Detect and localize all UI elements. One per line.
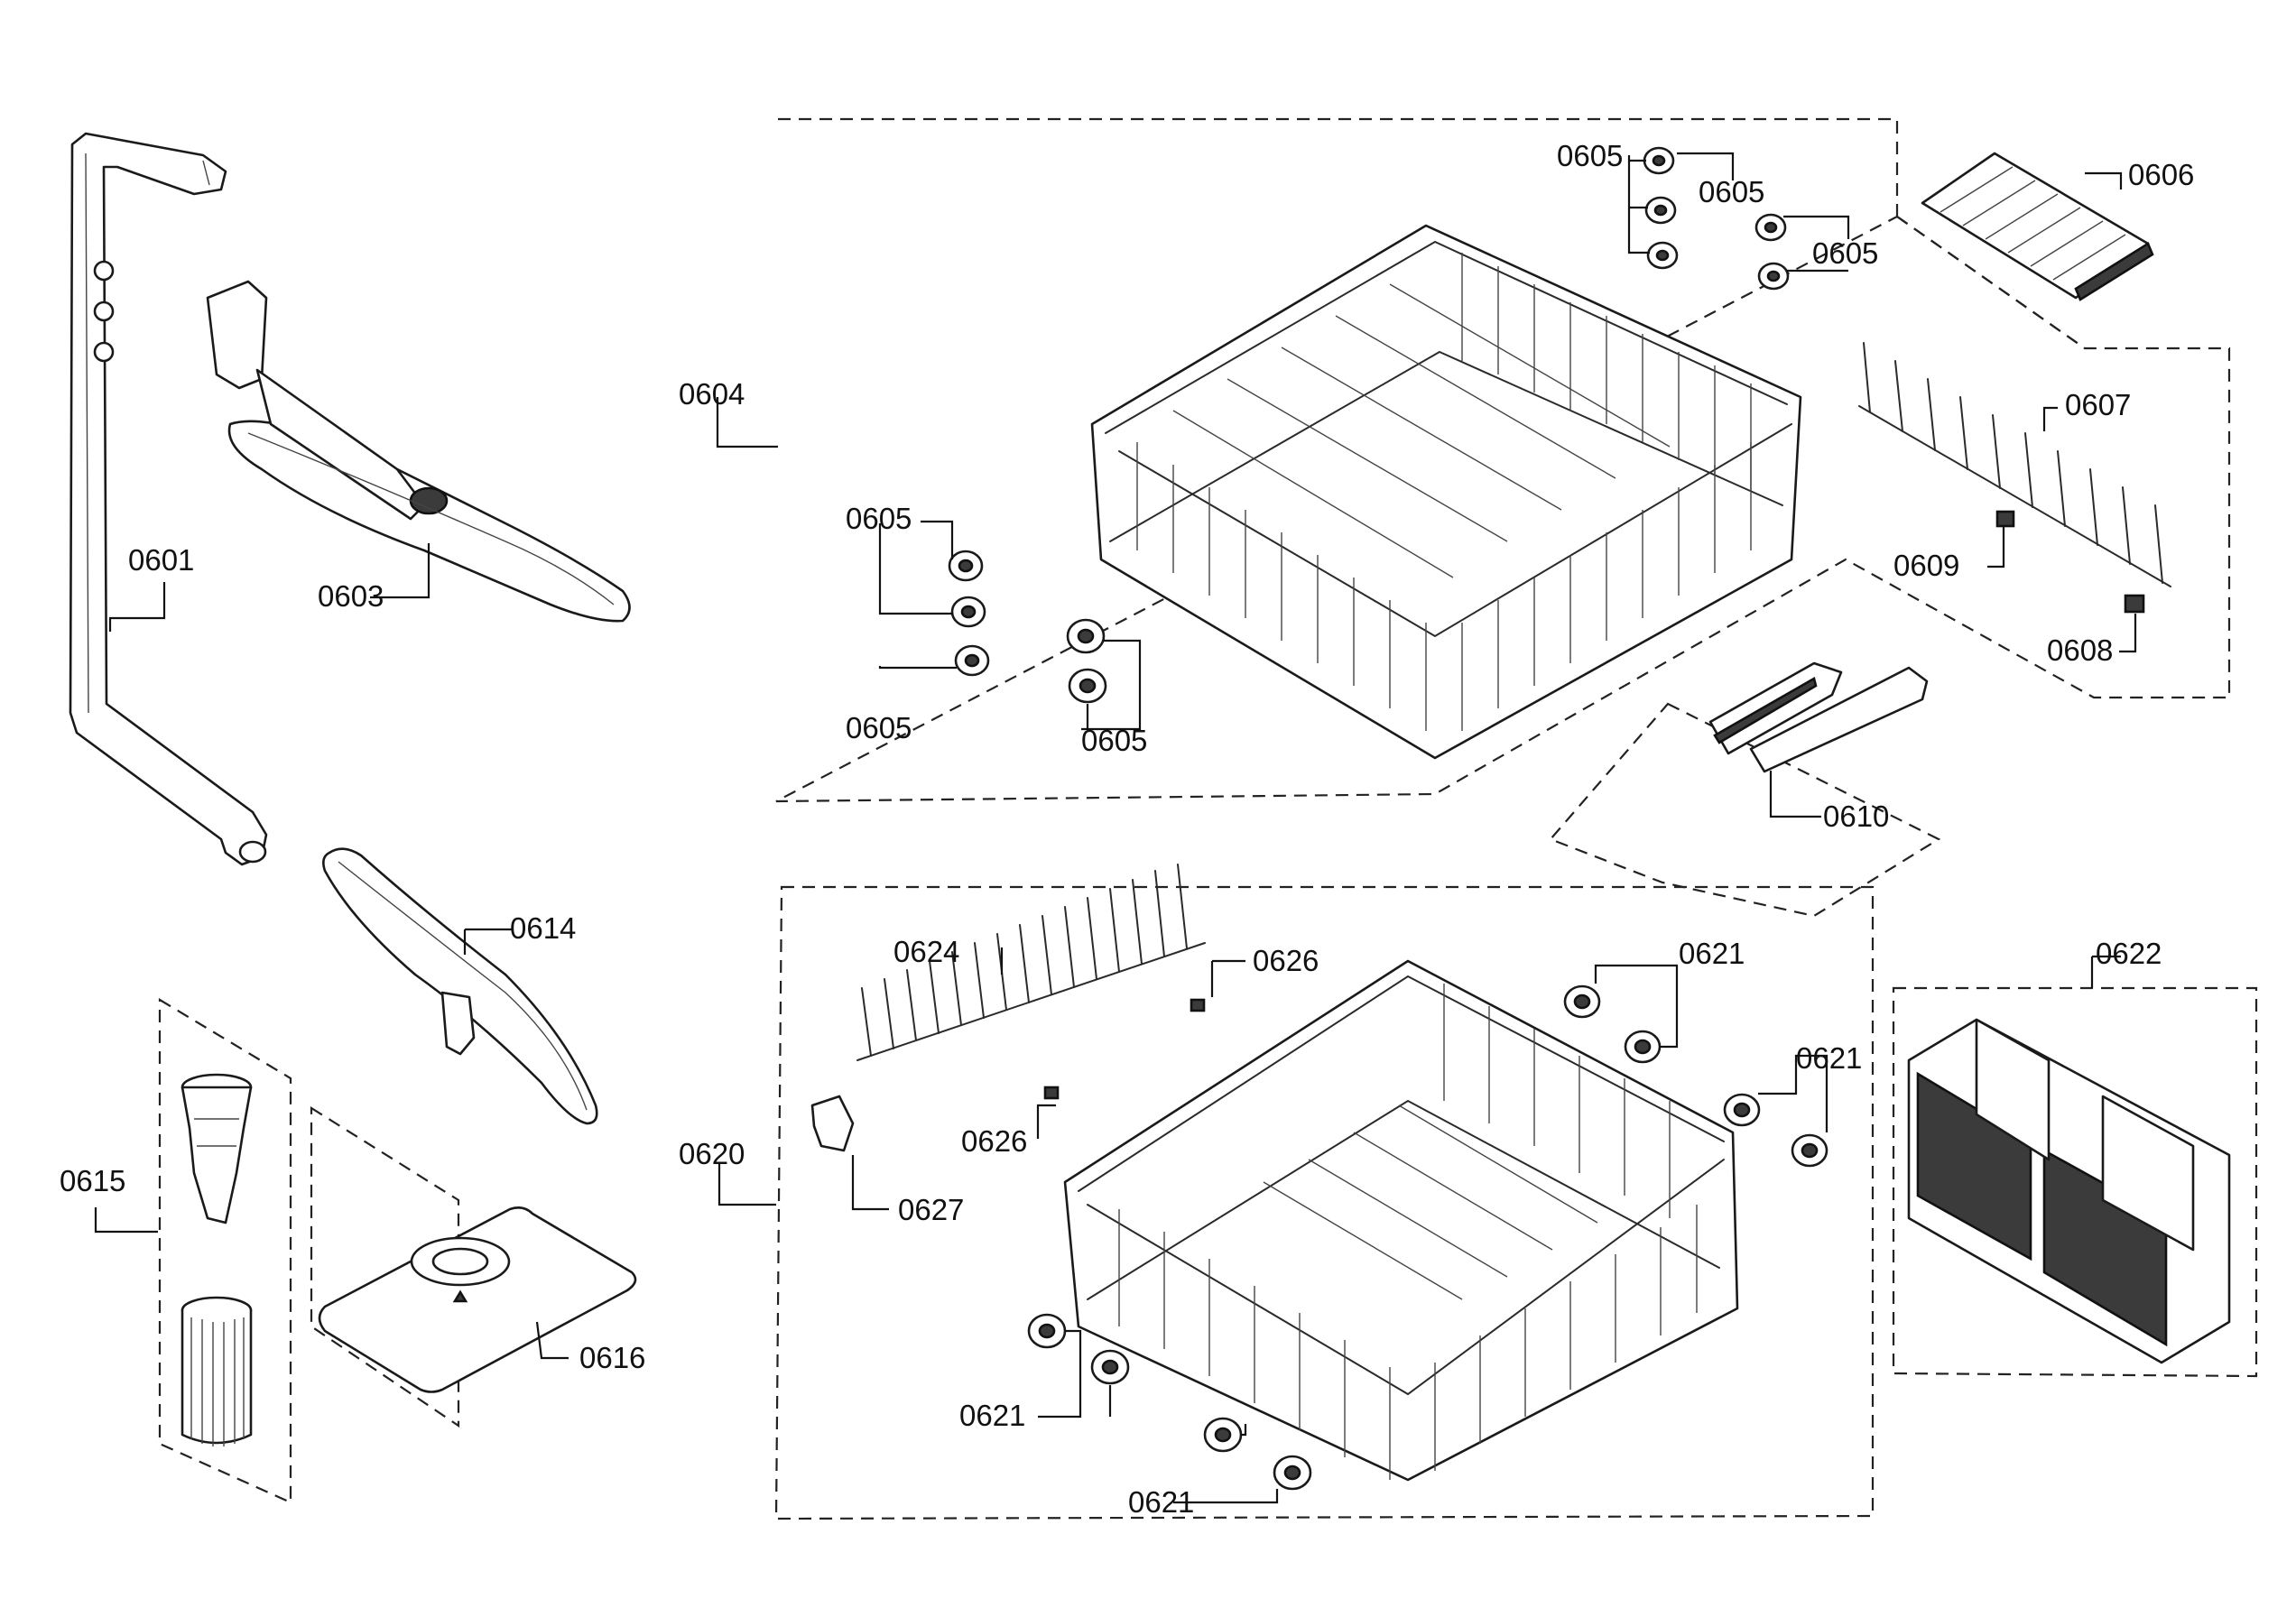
lower-wheels [1027, 984, 1828, 1491]
callout-0621-d: 0621 [1128, 1485, 1194, 1519]
callout-0622: 0622 [2096, 937, 2162, 970]
callout-0621-c: 0621 [959, 1399, 1025, 1432]
clip-parts [1995, 510, 2145, 614]
callout-0616: 0616 [579, 1341, 645, 1374]
callout-0606: 0606 [2128, 158, 2194, 191]
callout-0604: 0604 [679, 377, 745, 411]
clip-0627 [810, 1095, 855, 1152]
upper-rack-group-outline [775, 117, 2231, 803]
rack-rail-group-outline [1549, 702, 1941, 918]
callout-0605-e: 0605 [846, 711, 912, 744]
callout-labels: 0601 0603 0604 0605 0605 0605 0605 0605 … [60, 139, 2194, 1519]
upper-wheels [948, 146, 1790, 704]
tine-row-group-outline [1896, 216, 2086, 349]
wheel-0605 [1068, 668, 1107, 704]
clip-0626-b [1043, 1086, 1060, 1100]
wheel-0605 [948, 550, 984, 582]
lower-rack-group-outline [774, 885, 1875, 1520]
wheel-0605 [1643, 146, 1675, 175]
wheel-0621 [1723, 1093, 1761, 1127]
callout-0608: 0608 [2047, 633, 2113, 667]
wheel-0621 [1563, 984, 1601, 1019]
callout-0601: 0601 [128, 543, 194, 577]
cutlery-basket-group-outline [1892, 986, 2258, 1378]
callout-0615: 0615 [60, 1164, 125, 1197]
wheel-0621 [1624, 1030, 1662, 1064]
lower-rack-part [1063, 959, 1739, 1482]
leader-lines [94, 152, 2137, 1504]
wheel-0621 [1203, 1417, 1243, 1453]
feed-tube-part [69, 132, 268, 866]
wheel-0605 [950, 596, 986, 628]
callout-0621-b: 0621 [1796, 1041, 1862, 1075]
callout-0621-a: 0621 [1679, 937, 1745, 970]
wheel-0621 [1027, 1313, 1067, 1349]
group-outlines [158, 117, 2258, 1520]
callout-0605-a: 0605 [1557, 139, 1623, 172]
callout-0607: 0607 [2065, 388, 2131, 421]
filter-plate-group-outline [310, 1106, 460, 1428]
callout-0605-d: 0605 [846, 502, 912, 535]
wheel-0621 [1273, 1455, 1312, 1491]
wheel-0605 [1757, 262, 1790, 291]
wheel-0605 [954, 644, 990, 677]
callout-0614: 0614 [510, 911, 576, 945]
callout-0620: 0620 [679, 1137, 745, 1170]
rack-rail-part [1708, 661, 1929, 773]
callout-0610: 0610 [1823, 799, 1889, 833]
tine-row-part [1858, 342, 2171, 587]
callout-0605-f: 0605 [1081, 724, 1147, 757]
callout-0605-b: 0605 [1699, 175, 1764, 208]
callout-0605-c: 0605 [1812, 236, 1878, 270]
wheel-0605 [1644, 196, 1677, 225]
wheel-0621 [1791, 1133, 1828, 1168]
filter-plate-part [318, 1206, 637, 1393]
clip-0608 [2124, 594, 2145, 614]
callout-0627: 0627 [898, 1193, 964, 1226]
folding-tine-row-part [856, 864, 1206, 1061]
filter-part [181, 1073, 253, 1446]
upper-spray-arm-part [206, 280, 631, 623]
callout-0626-a: 0626 [1253, 944, 1319, 977]
wheel-0621 [1090, 1349, 1130, 1385]
wheel-0605 [1754, 213, 1787, 242]
callout-0624: 0624 [893, 935, 959, 968]
cutlery-basket-part [1907, 1018, 2231, 1364]
clip-0626-a [1190, 998, 1206, 1012]
callout-0626-b: 0626 [961, 1124, 1027, 1158]
clip-0609 [1995, 510, 2015, 528]
small-clip-parts [810, 998, 1206, 1152]
callout-0609: 0609 [1893, 549, 1959, 582]
callout-0603: 0603 [318, 579, 384, 613]
wheel-0605 [1646, 241, 1679, 270]
lower-spray-arm-part [322, 847, 598, 1125]
upper-rack-part [1090, 224, 1802, 760]
tine-section-part [1921, 152, 2154, 301]
wheel-0605 [1066, 618, 1106, 654]
